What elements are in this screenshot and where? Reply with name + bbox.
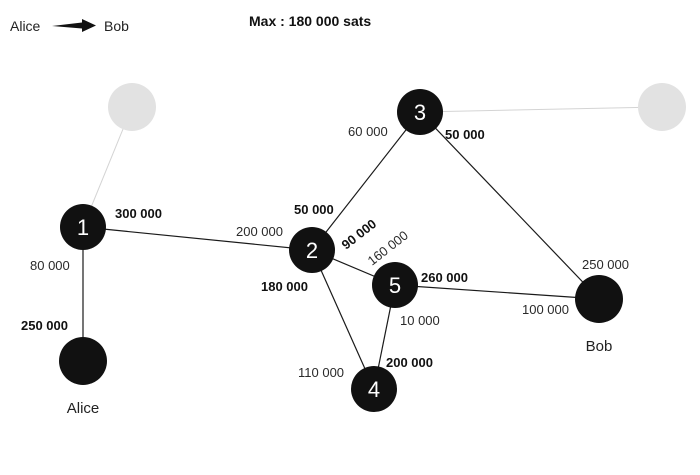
capacity-1-2-near-1: 300 000: [115, 206, 162, 221]
node-4: 4: [351, 366, 397, 412]
capacity-2-3-near-2: 50 000: [294, 202, 334, 217]
capacity-2-5-near-2: 90 000: [339, 216, 380, 252]
capacity-3-bob-near-3: 50 000: [445, 127, 485, 142]
legend-from-label: Alice: [10, 18, 41, 34]
node-1-label: 1: [77, 215, 89, 240]
node-2-label: 2: [306, 238, 318, 263]
capacity-3-bob-near-bob: 250 000: [582, 257, 629, 272]
capacity-2-3-near-3: 60 000: [348, 124, 388, 139]
node-3-label: 3: [414, 100, 426, 125]
diagram-title: Max : 180 000 sats: [249, 13, 371, 29]
capacity-1-alice-near-1: 80 000: [30, 258, 70, 273]
ghost-node-left: [108, 83, 156, 131]
node-5-label: 5: [389, 273, 401, 298]
node-alice-label: Alice: [67, 400, 100, 417]
arrow-right-icon: [52, 19, 96, 32]
capacity-1-alice-near-alice: 250 000: [21, 318, 68, 333]
edge-1-2: [82, 226, 313, 251]
capacity-1-2-near-2: 200 000: [236, 224, 283, 239]
node-bob: Bob: [575, 275, 623, 355]
capacity-5-4-near-5: 10 000: [400, 313, 440, 328]
node-5: 5: [372, 262, 418, 308]
node-3: 3: [397, 89, 443, 135]
node-4-label: 4: [368, 377, 380, 402]
capacity-2-4-near-4: 110 000: [298, 365, 344, 380]
node-alice: Alice: [59, 337, 107, 417]
edge-ghost-3: [419, 106, 663, 113]
node-bob-label: Bob: [586, 338, 613, 355]
capacity-2-4-near-2: 180 000: [261, 279, 308, 294]
edge-5-bob: [394, 284, 600, 300]
edge-3-bob: [419, 111, 600, 300]
capacity-5-bob-near-bob: 100 000: [522, 302, 569, 317]
ghost-node-right: [638, 83, 686, 131]
edge-2-4: [311, 249, 375, 390]
capacity-5-bob-near-5: 260 000: [421, 270, 468, 285]
node-2: 2: [289, 227, 335, 273]
capacity-5-4-near-4: 200 000: [386, 355, 433, 370]
edge-2-3: [311, 111, 421, 251]
legend-to-label: Bob: [104, 18, 129, 34]
node-1: 1: [60, 204, 106, 250]
